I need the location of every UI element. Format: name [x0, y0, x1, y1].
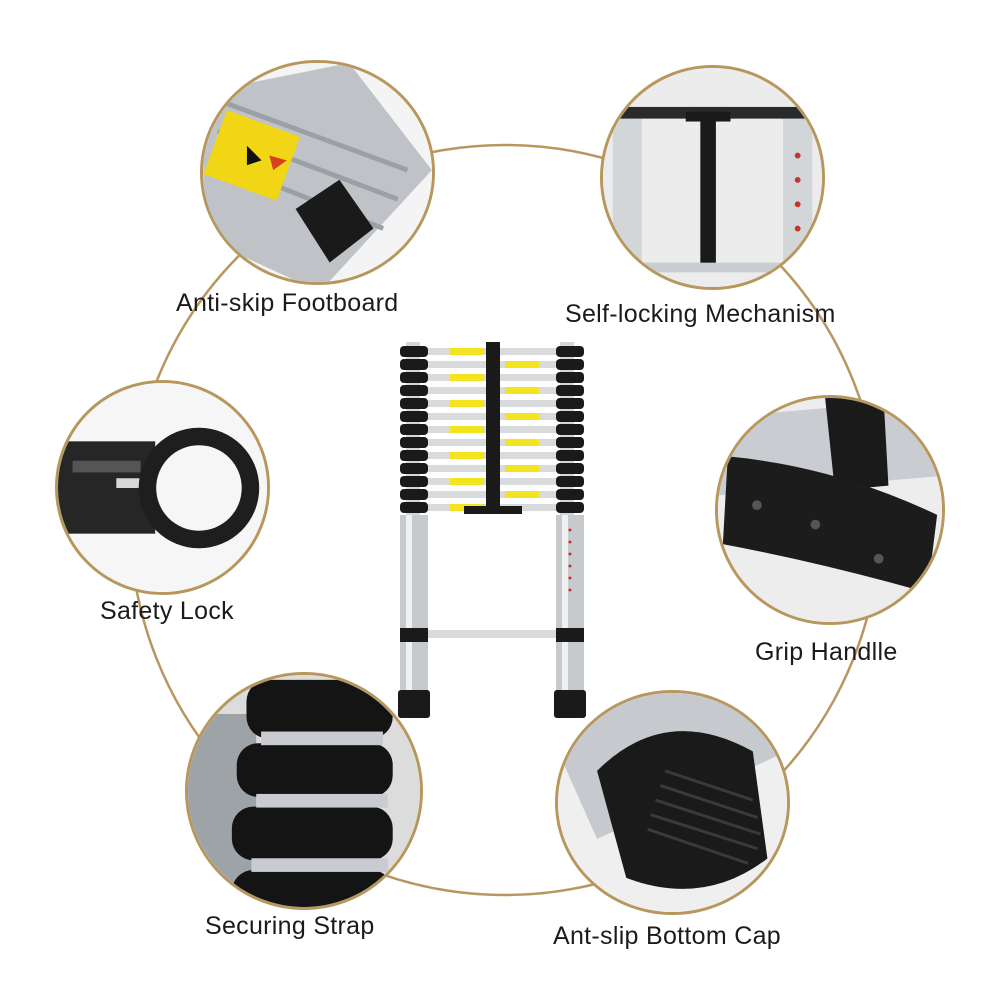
grip-handle-label: Grip Handlle: [755, 638, 898, 666]
rung-joint: [556, 385, 584, 396]
rung-label: [450, 452, 484, 459]
rung-joint: [400, 502, 428, 513]
rung-joint: [556, 359, 584, 370]
rung-joint: [556, 502, 584, 513]
rung-joint: [556, 463, 584, 474]
rung-joint: [400, 463, 428, 474]
rung-joint: [556, 476, 584, 487]
rung-joint: [400, 437, 428, 448]
rung-label: [505, 387, 539, 394]
rung-label: [505, 413, 539, 420]
rung-joint: [556, 372, 584, 383]
rung-joint: [400, 489, 428, 500]
rung-joint: [400, 450, 428, 461]
rung-joint: [400, 372, 428, 383]
rung-label: [505, 491, 539, 498]
footboard-label: Anti-skip Footboard: [176, 289, 399, 317]
rung-joint: [400, 359, 428, 370]
securing-strap-label: Securing Strap: [205, 912, 375, 940]
lock-mechanism-label: Self-locking Mechanism: [565, 300, 836, 328]
safety-lock-label: Safety Lock: [100, 597, 234, 625]
rung-label: [450, 400, 484, 407]
rung-label: [450, 478, 484, 485]
rung-joint: [400, 476, 428, 487]
rung-joint: [556, 424, 584, 435]
rung-label: [505, 361, 539, 368]
rung-label: [505, 439, 539, 446]
rung-joint: [400, 424, 428, 435]
rung-label: [505, 465, 539, 472]
rung-joint: [556, 346, 584, 357]
rung-label: [450, 426, 484, 433]
rung-joint: [556, 450, 584, 461]
rung-joint: [400, 398, 428, 409]
rung-label: [450, 374, 484, 381]
lock-mechanism-closeup: [600, 65, 825, 290]
rung-joint: [400, 346, 428, 357]
rung-label: [450, 348, 484, 355]
footboard-closeup: [200, 60, 435, 285]
telescopic-ladder-image: [370, 330, 630, 730]
rung-joint: [556, 489, 584, 500]
rung-joint: [556, 411, 584, 422]
rung-joint: [400, 385, 428, 396]
securing-strap-closeup: [185, 672, 423, 910]
bottom-cap-closeup: [555, 690, 790, 915]
rung-joint: [556, 437, 584, 448]
safety-lock-closeup: [55, 380, 270, 595]
rung-joint: [556, 398, 584, 409]
bottom-cap-label: Ant-slip Bottom Cap: [553, 922, 782, 950]
rung-joint: [400, 411, 428, 422]
grip-handle-closeup: [715, 395, 945, 625]
